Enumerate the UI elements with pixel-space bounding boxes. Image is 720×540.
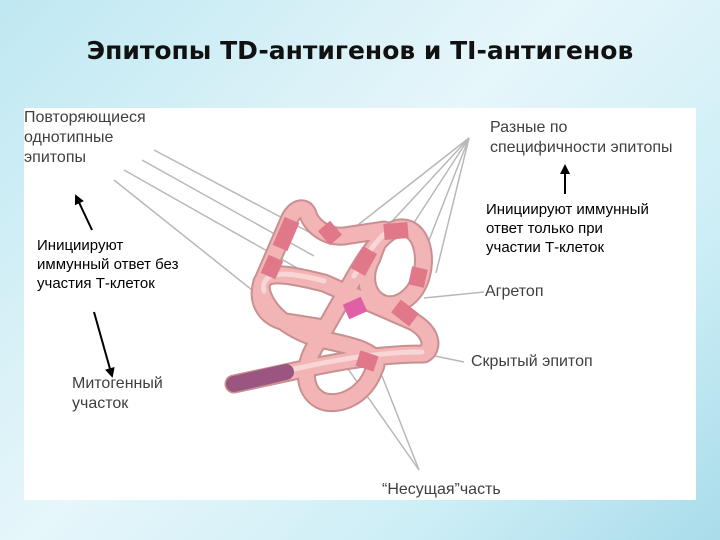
- label-mitogenic-site: Митогенный участок: [72, 375, 163, 412]
- agretope-band: [342, 296, 368, 320]
- note-arrows: [74, 164, 570, 378]
- pointer-line: [403, 137, 470, 239]
- label-agretope: Агретоп: [485, 283, 544, 300]
- pointer-line: [113, 179, 253, 291]
- antigen-diagram: [74, 137, 570, 471]
- label-different-epitopes: Разные по специфичности эпитопы: [490, 119, 673, 156]
- label-repeating-epitopes: Повторяющиеся однотипные эпитопы: [24, 109, 146, 166]
- repeating-epitope-band: [272, 216, 300, 252]
- specific-epitope-band: [408, 266, 428, 288]
- note-td-antigens: Инициируют иммунный ответ только при уча…: [486, 201, 649, 256]
- diagram-panel: Повторяющиеся однотипные эпитопы Разные …: [24, 108, 696, 500]
- repeating-epitope-band: [260, 254, 284, 280]
- slide-title: Эпитопы TD-антигенов и TI-антигенов: [86, 36, 634, 65]
- pointer-lines: [113, 137, 485, 471]
- pointer-line: [423, 137, 470, 254]
- pointer-line: [153, 149, 325, 241]
- pointer-line: [353, 137, 470, 229]
- epitope-bands: [260, 216, 428, 372]
- arrow-up-icon: [74, 194, 93, 231]
- pointer-line: [435, 137, 470, 274]
- repeating-epitope-band: [317, 220, 343, 246]
- pointer-line: [381, 375, 420, 471]
- specific-epitope-band: [350, 246, 378, 276]
- specific-epitope-band: [383, 222, 409, 240]
- pointer-line: [423, 291, 485, 299]
- note-ti-antigens: Инициируют иммунный ответ без участия Т-…: [37, 237, 179, 292]
- arrow-down-icon: [93, 311, 115, 378]
- mitogenic-site: [226, 364, 294, 392]
- label-hidden-epitope: Скрытый эпитоп: [471, 353, 593, 370]
- specific-epitope-band: [391, 299, 419, 327]
- label-carrier-part: “Несущая”часть: [382, 481, 501, 498]
- hidden-epitope-band: [355, 350, 379, 372]
- pointer-line: [383, 137, 470, 231]
